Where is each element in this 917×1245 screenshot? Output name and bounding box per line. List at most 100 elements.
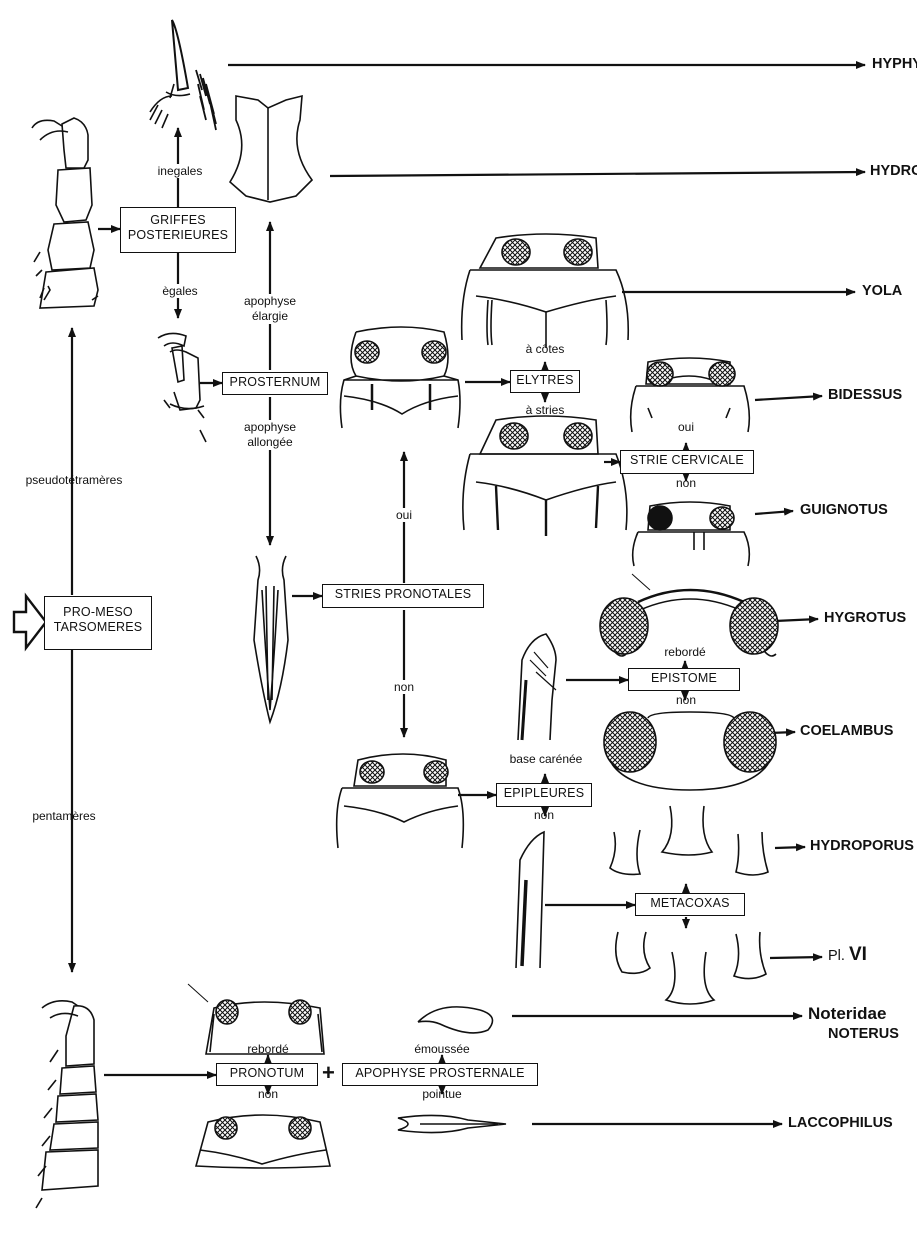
epistome-detail-drawing	[517, 633, 557, 741]
label-pointue: pointue	[422, 1087, 462, 1101]
box-apophyse-prosternale: APOPHYSE PROSTERNALE	[342, 1063, 538, 1086]
label-a-stries: à stries	[525, 403, 565, 417]
eye-icon	[729, 597, 779, 655]
taxon-bidessus: BIDESSUS	[828, 387, 902, 403]
box-griffes-posterieures: GRIFFES POSTERIEURES	[120, 207, 236, 253]
taxon-hygrotus-text: HYGROTUS	[824, 610, 907, 626]
box-metacoxas: METACOXAS	[635, 893, 745, 916]
label-a-cotes: à côtes	[525, 342, 565, 356]
label-egales: ègales	[150, 284, 210, 298]
taxon-noterus-text: NOTERUS	[828, 1026, 899, 1042]
taxon-guignotus-text: GUIGNOTUS	[800, 502, 888, 518]
arrow-to-pl-vi	[769, 953, 823, 962]
taxon-hydrovatus: HYDROVATUS	[870, 163, 917, 179]
taxon-plate-reference: Pl. VI	[828, 944, 867, 966]
label-non-epipleures: non	[533, 808, 555, 822]
eye-icon	[563, 422, 593, 450]
eye-icon	[421, 340, 447, 364]
taxon-noteridae-text: Noteridae	[808, 1004, 887, 1023]
plate-number-text: VI	[848, 944, 867, 965]
box-epistome: EPISTOME	[628, 668, 740, 691]
eye-icon	[646, 361, 674, 387]
label-non-pronotum: non	[257, 1087, 279, 1101]
eye-icon	[708, 361, 736, 387]
box-stries-pronotales: STRIES PRONOTALES	[322, 584, 484, 608]
box-prosternum: PROSTERNUM	[222, 372, 328, 395]
equal-claws-drawing	[157, 332, 207, 443]
metacoxas-top-drawing	[609, 805, 769, 876]
label-base-carenee: base carénée	[509, 752, 583, 766]
box-epipleures: EPIPLEURES	[496, 783, 592, 807]
taxon-coelambus-text: COELAMBUS	[800, 723, 894, 739]
pronotum-unbordered-drawing	[194, 1114, 331, 1169]
label-pseudotetrameres: pseudotétramères	[25, 473, 123, 487]
eye-icon	[501, 238, 531, 266]
taxon-laccophilus: LACCOPHILUS	[788, 1115, 893, 1131]
eye-icon	[709, 506, 735, 530]
head-yola	[460, 233, 630, 348]
label-non-epistome: non	[675, 693, 697, 707]
eye-icon	[359, 760, 385, 784]
label-rebordé-pronotum: rebordé	[247, 1042, 289, 1056]
label-emoussee: émoussée	[414, 1042, 470, 1056]
taxon-laccophilus-text: LACCOPHILUS	[788, 1115, 893, 1131]
unequal-claws-drawing	[149, 19, 217, 131]
label-pentameres: pentamères	[32, 809, 96, 823]
eye-icon	[288, 999, 312, 1025]
prosternum-broad-drawing	[228, 94, 314, 203]
label-non-cervicale: non	[675, 476, 697, 490]
arrow-to-bidessus	[754, 392, 823, 402]
plus-sign: +	[322, 1060, 335, 1085]
box-pro-meso-text: PRO-MESO TARSOMERES	[53, 605, 143, 634]
taxon-hydrovatus-text: HYDROVATUS	[870, 163, 917, 179]
taxon-yola: YOLA	[862, 283, 902, 299]
box-elytres: ELYTRES	[510, 370, 580, 393]
apophysis-blunt-drawing	[417, 1006, 494, 1034]
pseudotetramere-leg-drawing	[31, 117, 99, 309]
eye-icon	[215, 999, 239, 1025]
arrow-to-guignotus	[754, 507, 794, 516]
taxon-guignotus: GUIGNOTUS	[800, 502, 888, 518]
box-strie-cervicale: STRIE CERVICALE	[620, 450, 754, 474]
label-apophyse-allongee: apophyse allongée	[230, 420, 310, 450]
arrow-to-hygrotus	[774, 615, 819, 624]
taxon-hydroporus: HYDROPORUS	[810, 838, 914, 854]
eye-icon	[599, 597, 649, 655]
label-apophyse-elargie: apophyse élargie	[230, 294, 310, 324]
label-oui-cervicale: oui	[670, 420, 702, 434]
taxon-bidessus-text: BIDESSUS	[828, 387, 903, 403]
eye-icon	[499, 422, 529, 450]
eye-icon	[603, 711, 657, 773]
eye-icon	[214, 1116, 238, 1140]
eye-icon	[563, 238, 593, 266]
label-oui-stries: oui	[388, 508, 420, 522]
eye-icon	[288, 1116, 312, 1140]
head-coelambus	[611, 711, 769, 791]
box-pronotum: PRONOTUM	[216, 1063, 318, 1086]
box-griffes-text: GRIFFES POSTERIEURES	[127, 213, 229, 242]
eye-icon	[354, 340, 380, 364]
taxon-hyphydrus: HYPHYDRUS	[872, 56, 917, 72]
apophysis-pointed-drawing	[397, 1114, 507, 1134]
taxon-yola-text: YOLA	[862, 283, 903, 299]
prosternum-elongate-drawing	[253, 555, 289, 725]
head-a-stries	[462, 415, 628, 536]
label-inegales: inegales	[150, 164, 210, 178]
arrow-to-hydrovatus	[329, 168, 866, 178]
eye-icon	[423, 760, 449, 784]
pentamere-leg-drawing	[35, 1000, 99, 1209]
head-pronotum-with-striae	[339, 326, 461, 429]
eye-icon	[723, 711, 777, 773]
eye-icon	[647, 505, 673, 531]
box-pro-meso-tarsomeres: PRO-MESO TARSOMERES	[44, 596, 152, 650]
metacoxas-bottom-drawing	[614, 931, 768, 1005]
taxon-hygrotus: HYGROTUS	[824, 610, 906, 626]
label-non-stries: non	[388, 680, 420, 694]
plate-prefix-text: Pl.	[828, 948, 845, 964]
taxon-hydroporus-text: HYDROPORUS	[810, 838, 914, 854]
taxon-noteridae: Noteridae	[808, 1004, 886, 1024]
epipleure-drawing	[515, 830, 545, 969]
label-rebordé-epistome: rebordé	[664, 645, 706, 659]
